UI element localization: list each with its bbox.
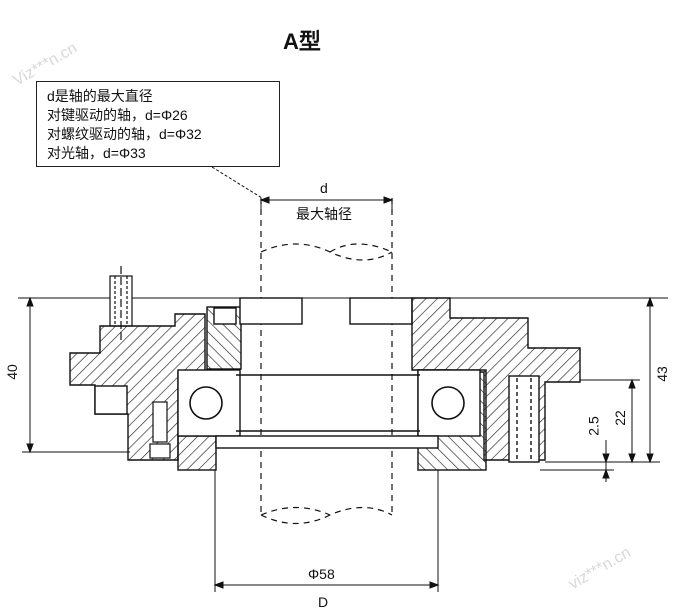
- height-40-dimension: [22, 296, 130, 454]
- top-flange: [239, 297, 413, 325]
- D-label: D: [318, 594, 329, 610]
- max-shaft-caption: 最大轴径: [296, 206, 352, 222]
- note-line: 对键驱动的轴，d=Φ26: [47, 107, 188, 123]
- small-screw: [149, 401, 171, 459]
- phi58-label: Φ58: [308, 566, 335, 582]
- d-label: d: [320, 180, 328, 196]
- height-43-label: 43: [653, 366, 670, 382]
- shaft-outline: [260, 198, 393, 524]
- height-40-label: 40: [3, 364, 20, 380]
- phi58-dimension: [213, 470, 440, 592]
- height-right-dimensions: [540, 296, 660, 482]
- note-line: d是轴的最大直径: [47, 88, 153, 104]
- height-22-label: 22: [611, 410, 628, 426]
- bearing-balls: [189, 386, 465, 420]
- note-box: d是轴的最大直径 对键驱动的轴，d=Φ26 对螺纹驱动的轴，d=Φ32 对光轴，…: [36, 81, 280, 167]
- inner-ring-left: [177, 306, 242, 471]
- note-leader: [211, 166, 263, 199]
- d-dimension: [259, 196, 394, 212]
- note-line: 对光轴，d=Φ33: [47, 145, 146, 161]
- height-2-5-label: 2.5: [585, 416, 602, 436]
- note-line: 对螺纹驱动的轴，d=Φ32: [47, 126, 202, 142]
- diagram-title: A型: [283, 29, 321, 54]
